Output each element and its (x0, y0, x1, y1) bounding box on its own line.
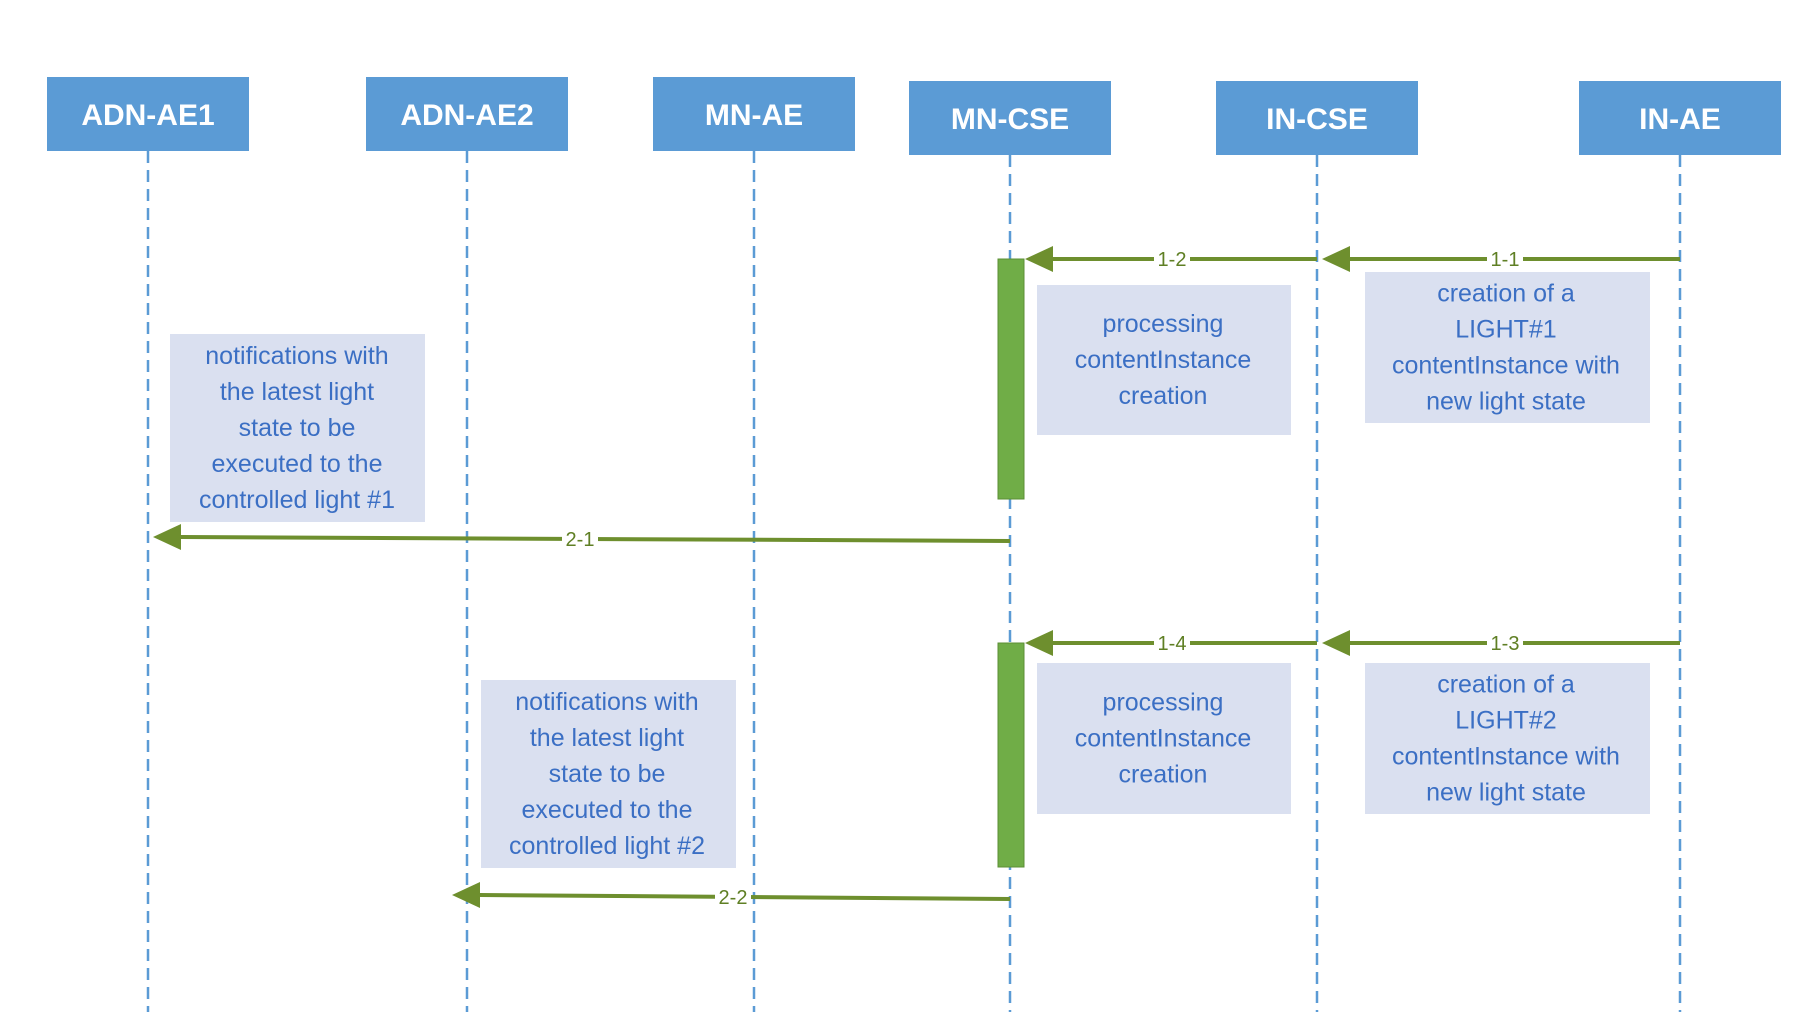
note-line: processing (1103, 310, 1224, 338)
note-line: controlled light #1 (199, 486, 395, 514)
note-1-3: creation of a LIGHT#2 contentInstance with… (1365, 663, 1650, 814)
note-proc-2: processing contentInstance creation (1037, 663, 1291, 814)
actor-box-in-cse (1216, 81, 1418, 155)
message-label: 1-2 (1158, 249, 1187, 271)
actor-label-in-ae: IN-AE (1639, 103, 1721, 136)
note-line: creation of a (1437, 279, 1575, 307)
message-1-3: 1-3 (1322, 630, 1680, 656)
actor-label-in-cse: IN-CSE (1266, 103, 1368, 136)
message-arrowhead (153, 524, 181, 550)
actor-mn-ae: MN-AE (653, 77, 855, 151)
actor-adn-ae1: ADN-AE1 (47, 77, 249, 151)
note-proc-2-box (1037, 663, 1291, 814)
note-proc-1-box (1037, 285, 1291, 435)
actor-label-mn-ae: MN-AE (705, 99, 803, 132)
actor-adn-ae2: ADN-AE2 (366, 77, 568, 151)
note-line: new light state (1426, 387, 1586, 415)
note-line: the latest light (220, 378, 374, 406)
note-1-1-box (1365, 272, 1650, 423)
note-2-2: notifications with the latest light state … (481, 680, 736, 868)
note-line: the latest light (530, 724, 684, 752)
note-line: processing (1103, 688, 1224, 716)
note-2-1-box (170, 334, 425, 522)
message-label: 1-1 (1491, 249, 1520, 271)
note-proc-1: processing contentInstance creation (1037, 285, 1291, 435)
actors: ADN-AE1 ADN-AE2 MN-AE MN-CSE IN-CSE IN-AE (47, 77, 1781, 155)
actor-in-ae: IN-AE (1579, 81, 1781, 155)
note-line: state to be (549, 760, 666, 788)
note-line: new light state (1426, 778, 1586, 806)
note-line: contentInstance (1075, 724, 1252, 752)
note-line: contentInstance with (1392, 351, 1620, 379)
note-line: notifications with (205, 342, 388, 370)
message-label: 2-1 (566, 529, 595, 551)
message-label-bg (1154, 631, 1190, 655)
message-2-1: 2-1 (153, 524, 1011, 551)
actor-label-mn-cse: MN-CSE (951, 103, 1069, 136)
note-line: executed to the (522, 796, 693, 824)
note-2-2-box (481, 680, 736, 868)
note-line: LIGHT#2 (1455, 706, 1556, 734)
message-1-2: 1-2 (1025, 246, 1317, 272)
message-arrowhead (452, 882, 480, 908)
messages: 1-1 1-2 2-1 1-3 1-4 2-2 (153, 246, 1680, 910)
note-line: notifications with (515, 688, 698, 716)
message-label-bg (562, 526, 598, 551)
note-line: contentInstance with (1392, 742, 1620, 770)
activation-2 (997, 642, 1025, 868)
message-arrowhead (1025, 630, 1053, 656)
note-line: creation of a (1437, 670, 1575, 698)
actor-box-mn-ae (653, 77, 855, 151)
actor-label-adn-ae1: ADN-AE1 (81, 99, 214, 132)
activations (997, 258, 1025, 868)
message-label: 1-3 (1491, 633, 1520, 655)
actor-in-cse: IN-CSE (1216, 81, 1418, 155)
note-line: LIGHT#1 (1455, 315, 1556, 343)
note-1-3-box (1365, 663, 1650, 814)
actor-mn-cse: MN-CSE (909, 81, 1111, 155)
message-label: 2-2 (719, 887, 748, 909)
actor-box-mn-cse (909, 81, 1111, 155)
message-arrowhead (1322, 630, 1350, 656)
message-arrowhead (1322, 246, 1350, 272)
actor-box-adn-ae1 (47, 77, 249, 151)
note-line: controlled light #2 (509, 832, 705, 860)
note-line: executed to the (212, 450, 383, 478)
actor-box-in-ae (1579, 81, 1781, 155)
actor-box-adn-ae2 (366, 77, 568, 151)
actor-label-adn-ae2: ADN-AE2 (400, 99, 533, 132)
note-1-1: creation of a LIGHT#1 contentInstance with… (1365, 272, 1650, 423)
message-label: 1-4 (1158, 633, 1187, 655)
activation-1 (997, 258, 1025, 500)
message-1-1: 1-1 (1322, 246, 1680, 272)
notes: creation of a LIGHT#1 contentInstance with… (170, 272, 1650, 868)
message-label-bg (715, 885, 751, 910)
message-arrowhead (1025, 246, 1053, 272)
message-label-bg (1154, 247, 1190, 271)
note-line: creation (1119, 760, 1208, 788)
note-line: creation (1119, 382, 1208, 410)
message-2-2: 2-2 (452, 882, 1011, 910)
message-label-bg (1487, 247, 1523, 271)
note-2-1: notifications with the latest light state … (170, 334, 425, 522)
message-label-bg (1487, 631, 1523, 655)
note-line: state to be (239, 414, 356, 442)
note-line: contentInstance (1075, 346, 1252, 374)
message-1-4: 1-4 (1025, 630, 1317, 656)
